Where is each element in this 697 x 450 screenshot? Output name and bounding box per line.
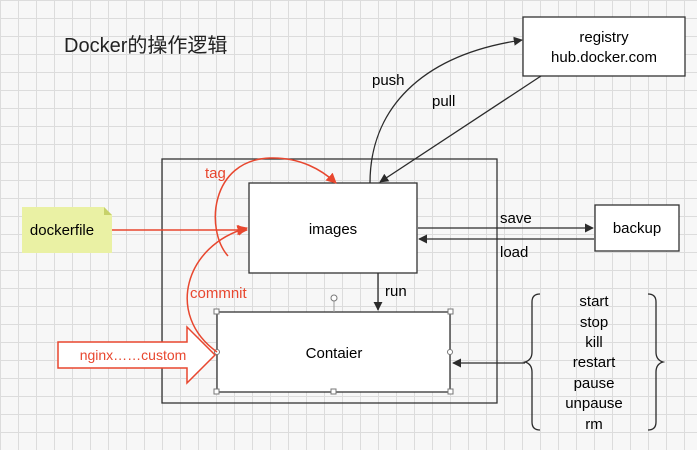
tag-label: tag — [205, 165, 226, 182]
docker-host-frame — [161, 158, 498, 404]
registry-box — [522, 16, 686, 77]
container-box[interactable] — [213, 294, 454, 395]
command-kill: kill — [585, 334, 603, 351]
registry-host-label: hub.docker.com — [551, 49, 657, 66]
command-pause: pause — [574, 375, 615, 392]
pull-label: pull — [432, 93, 455, 110]
backup-label: backup — [613, 220, 661, 237]
backup-box — [594, 204, 680, 252]
push-arrow — [369, 36, 523, 184]
run-label: run — [385, 283, 407, 300]
resize-handle-sw[interactable] — [213, 388, 220, 395]
load-label: load — [500, 244, 528, 261]
container-label: Contaier — [306, 345, 363, 362]
command-unpause: unpause — [565, 395, 623, 412]
save-label: save — [500, 210, 532, 227]
nginx-custom-block-arrow — [57, 325, 217, 385]
commands-list: start stop kill restart pause unpause rm — [565, 293, 623, 433]
command-restart: restart — [573, 354, 616, 371]
dockerfile-label: dockerfile — [30, 222, 94, 239]
nginx-custom-label: nginx……custom — [80, 347, 187, 363]
command-stop: stop — [580, 314, 608, 331]
tag-arrow — [214, 157, 337, 257]
resize-handle-s[interactable] — [330, 388, 337, 395]
rotate-handle[interactable] — [330, 294, 338, 302]
commands-right-brace — [647, 293, 666, 431]
resize-handle-se[interactable] — [447, 388, 454, 395]
commands-left-brace — [522, 293, 541, 431]
images-label: images — [309, 221, 357, 238]
commit-arrow — [186, 225, 249, 353]
dockerfile-note — [22, 207, 112, 253]
push-label: push — [372, 72, 405, 89]
resize-handle-nw[interactable] — [213, 308, 220, 315]
command-rm: rm — [585, 416, 603, 433]
command-start: start — [579, 293, 609, 310]
commit-label: commnit — [190, 285, 248, 302]
registry-label: registry — [579, 29, 629, 46]
resize-handle-ne[interactable] — [447, 308, 454, 315]
diagram-title: Docker的操作逻辑 — [64, 34, 227, 57]
connection-point-right[interactable] — [447, 349, 453, 355]
pull-arrow — [379, 75, 542, 183]
